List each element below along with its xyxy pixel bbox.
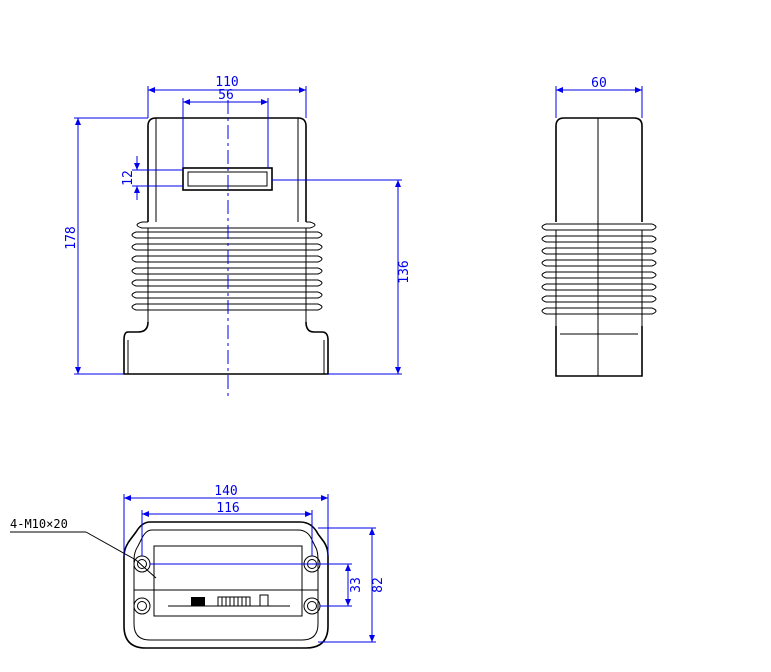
side-base bbox=[555, 326, 643, 377]
dim-overall-width: 110 bbox=[147, 75, 307, 118]
hole-bottom-left bbox=[133, 597, 151, 615]
dim-overall-height: 178 bbox=[64, 117, 148, 375]
dim-140-label: 140 bbox=[214, 484, 237, 499]
dim-hole-spacing-x: 116 bbox=[141, 501, 313, 556]
dim-base-width: 140 bbox=[123, 484, 329, 556]
dim-56-label: 56 bbox=[218, 88, 234, 103]
terminal-block bbox=[168, 594, 290, 607]
front-base bbox=[123, 321, 329, 375]
terminal-symbol-1 bbox=[191, 597, 205, 606]
side-sheds bbox=[541, 223, 657, 326]
dim-slot-width: 56 bbox=[182, 88, 269, 168]
front-view: 110 56 12 178 136 bbox=[64, 75, 412, 398]
dim-60-label: 60 bbox=[591, 76, 607, 91]
dim-116-label: 116 bbox=[216, 501, 239, 516]
dim-height-to-slot: 136 bbox=[272, 179, 412, 375]
thread-note-label: 4-M10×20 bbox=[10, 517, 68, 531]
dim-12-label: 12 bbox=[121, 170, 136, 186]
dim-slot-height: 12 bbox=[121, 156, 183, 200]
thread-note: 4-M10×20 bbox=[10, 517, 157, 579]
side-upper-body bbox=[555, 117, 643, 222]
dim-110-label: 110 bbox=[215, 75, 238, 90]
hole-top-left bbox=[133, 555, 151, 573]
bottom-outline bbox=[123, 521, 329, 649]
front-upper-body bbox=[147, 117, 307, 222]
dim-depth: 60 bbox=[555, 76, 643, 118]
dim-base-depth: 82 bbox=[318, 527, 386, 643]
side-view: 60 bbox=[541, 76, 657, 377]
bottom-center-panel bbox=[153, 545, 303, 617]
dim-hole-spacing-y: 33 bbox=[150, 563, 364, 607]
terminal-symbol-3 bbox=[259, 594, 269, 607]
mounting-holes bbox=[133, 555, 321, 615]
dim-33-label: 33 bbox=[349, 577, 364, 593]
dim-136-label: 136 bbox=[397, 260, 412, 283]
dim-82-label: 82 bbox=[371, 577, 386, 593]
dim-178-label: 178 bbox=[64, 226, 79, 249]
front-sheds bbox=[131, 221, 323, 322]
bottom-view: 140 116 33 82 4-M10×20 bbox=[10, 484, 386, 649]
